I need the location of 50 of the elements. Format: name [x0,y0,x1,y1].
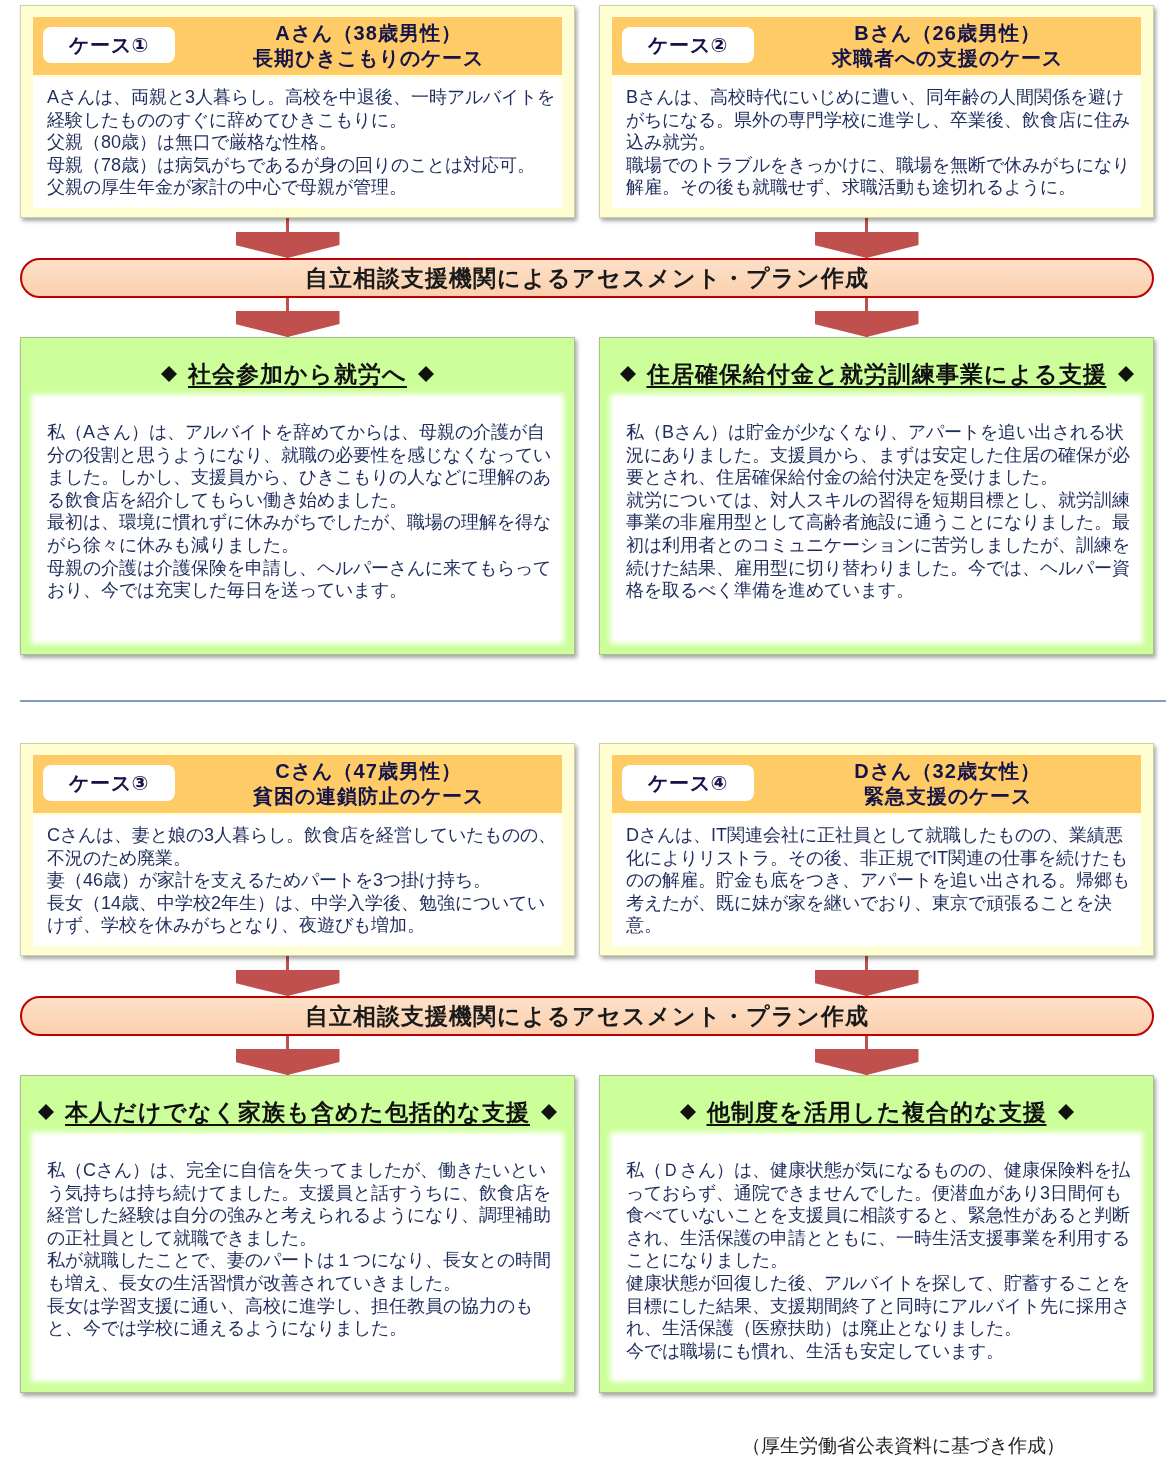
result-description: 今では職場にも慣れ、生活も安定しています。 [626,1339,1004,1363]
case-title: Cさん（47歳男性） [275,759,462,784]
process-band [20,996,1154,1036]
result-description: 私が就職したことで、妻のパートは１つになり、長女との時間も増え、長女の生活習慣が改善されていきました。 [47,1249,552,1295]
case-title: Dさん（32歳女性） [854,759,1041,784]
case-title: 長期ひきこもりのケース [253,46,484,71]
result-description: 私（Cさん）は、完全に自信を失ってましたが、働きたいという気持ちは持ち続けてました。支援員と話すうちに、飲食店を経営した経験は自分の強みと考えられるようになり、調理補助の正社員として就職できました。 [47,1159,552,1250]
case-description: 母親（78歳）は病気がちであるが身の回りのことは対応可。 [47,153,536,177]
result-description: 母親の介護は介護保険を申請し、ヘルパーさんに来てもらっており、今では充実した毎日を送っています。 [47,556,552,602]
case-description: 父親の厚生年金が家計の中心で母親が管理。 [47,176,407,199]
result-description: 私（Aさん）は、アルバイトを辞めてからは、母親の介護が自分の役割と思うようになり、就職の必要性を感じなくなっていました。しかし、支援員から、ひきこもりの人などに理解のある飲食店を紹介してもらい働き始めました。 [47,421,552,512]
result-heading: 住居確保給付金と就労訓練事業による支援 [646,360,1107,389]
source-note: （厚生労働省公表資料に基づき作成） [742,1434,1065,1458]
case-tag: ケース④ [622,765,754,801]
case-card [20,5,575,218]
case-description: 妻（46歳）が家計を支えるためパートを3つ掛け持ち。 [47,869,492,892]
case-description: Bさんは、高校時代にいじめに遭い、同年齢の人間関係を避けがちになる。県外の専門学校に進学し、卒業後、飲食店に住み込み就労。 [626,86,1131,154]
band-label: 自立相談支援機関によるアセスメント・プラン作成 [305,263,869,293]
case-tag: ケース① [43,27,175,63]
case-description: Aさんは、両親と3人暮らし。高校を中退後、一時アルバイトを経験したもののすぐに辞めてひきこもりに。 [47,86,557,132]
result-card [599,1075,1154,1393]
case-description: Cさんは、妻と娘の3人暮らし。飲食店を経営していたものの、不況のため廃業。 [47,824,557,870]
case-title: Bさん（26歳男性） [854,21,1041,46]
band-label: 自立相談支援機関によるアセスメント・プラン作成 [305,1001,869,1031]
case-title: 貧困の連鎖防止のケース [253,784,484,809]
result-card [599,337,1154,655]
case-description: 父親（80歳）は無口で厳格な性格。 [47,131,338,154]
case-description: Dさんは、IT関連会社に正社員として就職したものの、業績悪化によりリストラ。その後、非正規でIT関連の仕事を続けたものの解雇。貯金も底をつき、アパートを追い出される。帰郷も考えたが、既に妹が家を継いでおり、東京で頑張ることを決意。 [626,824,1131,937]
result-description: 健康状態が回復した後、アルバイトを探して、貯蓄することを目標にした結果、支援期間終了と同時にアルバイト先に採用され、生活保護（医療扶助）は廃止となりました。 [626,1271,1131,1340]
result-description: 私（Ｄさん）は、健康状態が気になるものの、健康保険料を払っておらず、通院できませんでした。便潜血があり3日間何も食べていないことを支援員に相談すると、緊急性があると判断され、生活保護の申請とともに、一時生活支援事業を利用することになりました。 [626,1159,1131,1272]
case-tag: ケース③ [43,765,175,801]
case-card [599,743,1154,956]
result-card [20,1075,575,1393]
case-description: 職場でのトラブルをきっかけに、職場を無断で休みがちになり解雇。その後も就職せず、求職活動も途切れるように。 [626,153,1131,199]
case-card [20,743,575,956]
case-tag: ケース② [622,27,754,63]
process-band [20,258,1154,298]
result-description: 私（Bさん）は貯金が少なくなり、アパートを追い出される状況にありました。支援員から、まずは安定した住居の確保が必要とされ、住居確保給付金の給付決定を受けました。 [626,421,1131,489]
case-title: 求職者への支援のケース [832,46,1063,71]
result-description: 最初は、環境に慣れずに休みがちでしたが、職場の理解を得ながら徐々に休みも減りました。 [47,511,552,557]
result-card [20,337,575,655]
result-heading: 本人だけでなく家族も含めた包括的な支援 [65,1098,530,1127]
result-description: 就労については、対人スキルの習得を短期目標とし、就労訓練事業の非雇用型として高齢者施設に通うことになりました。最初は利用者とのコミュニケーションに苦労しましたが、訓練を続けた結果、雇用型に切り替わりました。今では、ヘルパー資格を取るべく準備を進めています。 [626,488,1131,602]
result-heading: 他制度を活用した複合的な支援 [706,1098,1047,1127]
case-description: 長女（14歳、中学校2年生）は、中学入学後、勉強についていけず、学校を休みがちとなり、夜遊びも増加。 [47,891,547,937]
case-title: 緊急支援のケース [863,784,1032,809]
result-heading: 社会参加から就労へ [188,360,407,389]
result-description: 長女は学習支援に通い、高校に進学し、担任教員の協力のもと、今では学校に通えるようになりました。 [47,1294,534,1340]
case-title: Aさん（38歳男性） [275,21,462,46]
case-card [599,5,1154,218]
